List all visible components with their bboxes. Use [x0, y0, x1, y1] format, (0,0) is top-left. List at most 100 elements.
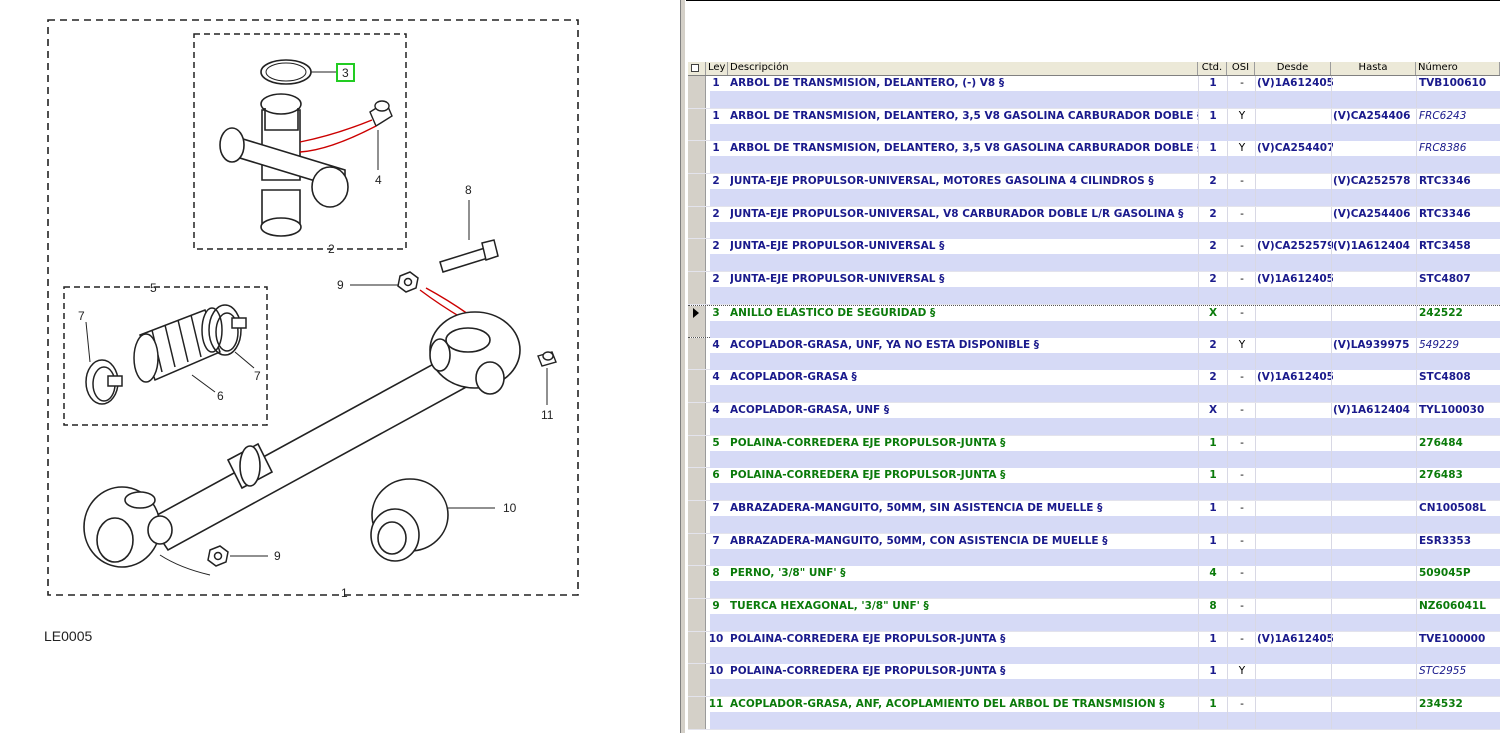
row-selector[interactable]: [688, 533, 706, 566]
row-band: [710, 189, 1500, 207]
hose-clamp-part-right[interactable]: [208, 304, 255, 369]
grease-nipple-11-part[interactable]: [537, 351, 557, 405]
cell-numero[interactable]: 276484: [1419, 436, 1463, 449]
row-selector[interactable]: [688, 76, 706, 108]
row-band: [710, 287, 1500, 305]
cell-numero[interactable]: STC2955: [1419, 665, 1467, 678]
cell-numero[interactable]: TYL100030: [1419, 403, 1485, 416]
header-ctd[interactable]: Ctd.: [1198, 62, 1227, 75]
row-band: [710, 679, 1500, 697]
cell-numero[interactable]: 242522: [1419, 306, 1463, 319]
cell-numero[interactable]: RTC3458: [1419, 240, 1471, 253]
row-selector[interactable]: [688, 664, 706, 697]
callout-highlight-box: [336, 63, 355, 82]
header-osi[interactable]: OSI: [1227, 62, 1255, 75]
row-selector[interactable]: [688, 435, 706, 468]
cell-ctd: 1: [1209, 698, 1217, 711]
gaiter-part[interactable]: [133, 307, 223, 383]
cell-numero[interactable]: FRC8386: [1419, 142, 1467, 155]
cell-numero[interactable]: ESR3353: [1419, 534, 1472, 547]
cell-osi: -: [1240, 600, 1244, 612]
row-band: [710, 417, 1500, 435]
hose-clamp-part-left[interactable]: [85, 321, 123, 405]
cell-numero[interactable]: TVB100610: [1419, 77, 1487, 89]
cell-numero[interactable]: 509045P: [1419, 567, 1471, 580]
cell-osi: -: [1240, 175, 1244, 188]
header-descripcion[interactable]: Descripción: [728, 62, 1198, 75]
row-selector[interactable]: [688, 566, 706, 598]
row-selector[interactable]: [688, 697, 706, 729]
callout-4: 4: [375, 173, 382, 187]
header-ley[interactable]: Ley: [706, 62, 728, 75]
circlip-part[interactable]: [260, 59, 336, 85]
assembly-frame-1: [47, 19, 579, 596]
cell-ctd: 2: [1209, 207, 1217, 220]
select-all-header[interactable]: [688, 62, 706, 75]
grease-nipple-part[interactable]: [299, 100, 393, 170]
cell-numero[interactable]: NZ606041L: [1419, 600, 1486, 612]
universal-joint-part[interactable]: [219, 93, 349, 237]
nut-part-bottom[interactable]: [159, 545, 268, 576]
row-selector[interactable]: [688, 206, 706, 239]
row-selector[interactable]: [688, 599, 706, 631]
flange-yoke-rear[interactable]: [83, 486, 173, 568]
cell-numero[interactable]: RTC3346: [1419, 207, 1471, 220]
bolt-part[interactable]: [439, 200, 499, 273]
nut-part-top[interactable]: [350, 271, 469, 319]
parts-grid[interactable]: Ley Descripción Ctd. OSI Desde Hasta Núm…: [688, 62, 1500, 733]
cell-numero[interactable]: STC4807: [1419, 273, 1471, 286]
cell-numero[interactable]: 234532: [1419, 698, 1463, 711]
row-selector[interactable]: [688, 337, 706, 370]
select-all-checkbox[interactable]: [691, 64, 699, 72]
row-selector[interactable]: [688, 631, 706, 664]
row-selector[interactable]: [688, 370, 706, 402]
sliding-boot-part[interactable]: [370, 478, 495, 562]
row-selector[interactable]: [688, 305, 706, 337]
row-selector[interactable]: [688, 108, 706, 141]
callout-7-right: 7: [254, 369, 261, 383]
pane-splitter[interactable]: [680, 0, 686, 733]
row-selector[interactable]: [688, 239, 706, 272]
header-numero[interactable]: Número: [1416, 62, 1500, 75]
cell-ley: 7: [712, 501, 720, 514]
flange-yoke-front[interactable]: [429, 311, 521, 395]
row-selector[interactable]: [688, 272, 706, 304]
row-selector[interactable]: [688, 500, 706, 533]
cell-numero[interactable]: RTC3346: [1419, 175, 1471, 188]
cell-numero[interactable]: CN100508L: [1419, 501, 1487, 514]
row-selector[interactable]: [688, 468, 706, 500]
header-hasta[interactable]: Hasta: [1331, 62, 1416, 75]
cell-numero[interactable]: 549229: [1419, 338, 1460, 351]
row-band: [710, 156, 1500, 174]
header-desde[interactable]: Desde: [1255, 62, 1331, 75]
row-selector[interactable]: [688, 141, 706, 174]
callout-7-left: 7: [78, 309, 85, 323]
row-selector[interactable]: [688, 174, 706, 206]
cell-numero[interactable]: 276483: [1419, 469, 1463, 482]
cell-numero[interactable]: TVE100000: [1419, 632, 1486, 645]
row-selector[interactable]: [688, 402, 706, 435]
cell-numero[interactable]: STC4808: [1419, 371, 1471, 384]
cell-numero[interactable]: FRC6243: [1419, 109, 1467, 122]
